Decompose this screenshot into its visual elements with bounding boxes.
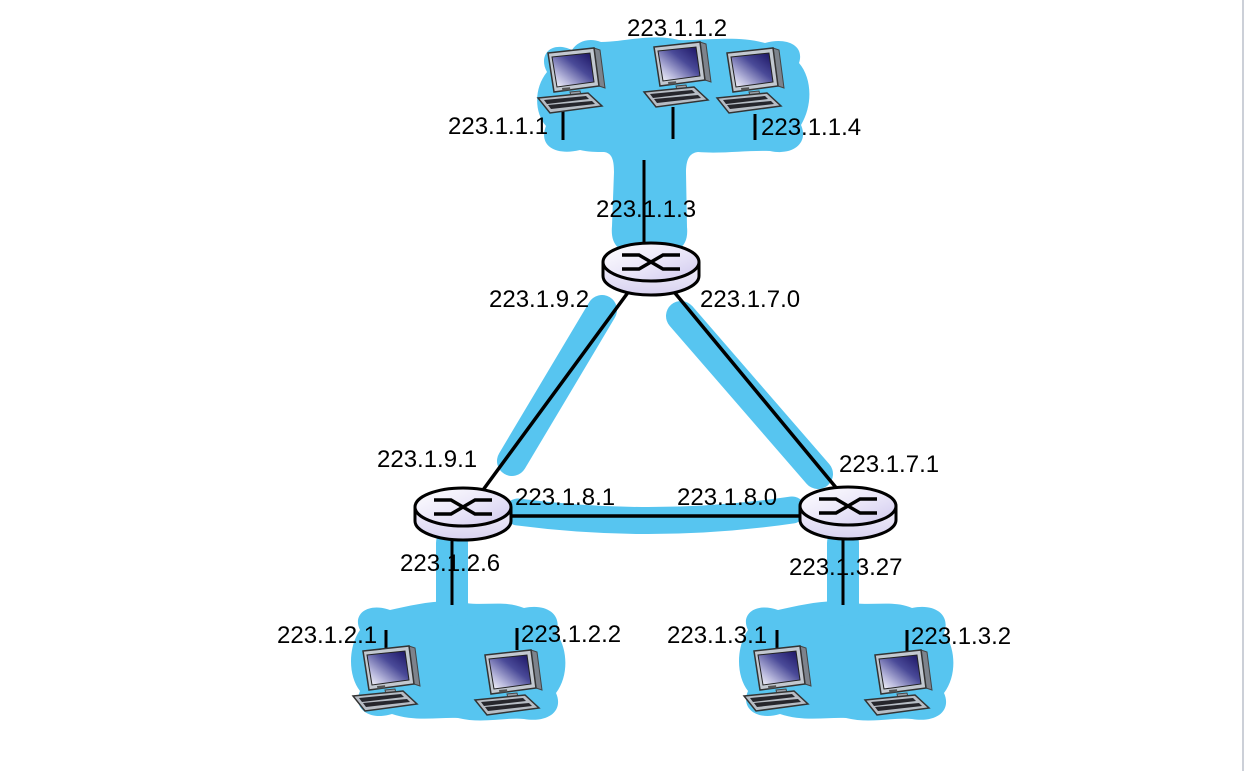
link-router1-router2	[481, 285, 634, 492]
ip-label-223-1-2-2: 223.1.2.2	[521, 621, 622, 648]
ip-label-223-1-1-1: 223.1.1.1	[448, 113, 549, 140]
ip-label-223-1-2-1: 223.1.2.1	[277, 622, 378, 649]
ip-label-223-1-8-0: 223.1.8.0	[677, 484, 778, 511]
ip-label-223-1-7-0: 223.1.7.0	[700, 286, 801, 313]
ip-label-223-1-1-4: 223.1.1.4	[761, 114, 862, 141]
router3-icon	[798, 485, 898, 541]
ip-label-223-1-3-27: 223.1.3.27	[789, 554, 903, 581]
right-edge-border	[1242, 0, 1244, 771]
subnet1-cloud	[537, 37, 810, 256]
ip-label-223-1-2-6: 223.1.2.6	[400, 550, 501, 577]
router1-icon	[601, 241, 701, 297]
ip-label-223-1-3-2: 223.1.3.2	[911, 623, 1012, 650]
ip-label-223-1-1-3: 223.1.1.3	[596, 196, 697, 223]
ip-label-223-1-9-1: 223.1.9.1	[377, 446, 478, 473]
link-router1-router3	[668, 285, 840, 492]
ip-label-223-1-9-2: 223.1.9.2	[489, 286, 590, 313]
ip-label-223-1-8-1: 223.1.8.1	[515, 484, 616, 511]
link-band-left	[497, 295, 617, 476]
ip-label-223-1-7-1: 223.1.7.1	[839, 451, 940, 478]
ip-label-223-1-1-2: 223.1.1.2	[627, 15, 728, 42]
router2-icon	[413, 486, 513, 542]
link-band-right	[666, 301, 833, 489]
ip-label-223-1-3-1: 223.1.3.1	[667, 622, 768, 649]
